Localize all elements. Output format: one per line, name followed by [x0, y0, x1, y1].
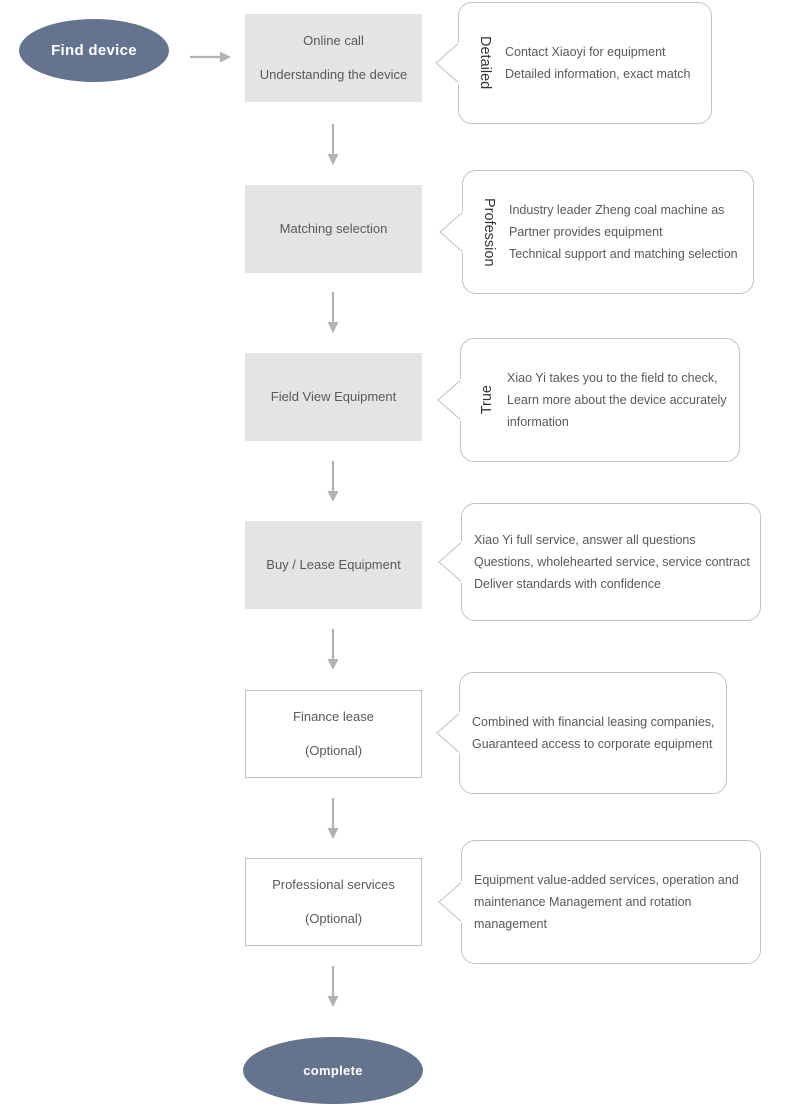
callout-text-line: Deliver standards with confidence	[474, 577, 661, 592]
callout-step-4[interactable]: Xiao Yi full service, answer all questio…	[438, 503, 761, 621]
callout-step-6[interactable]: Equipment value-added services, operatio…	[438, 840, 761, 964]
callout-step-1[interactable]: Detailed Contact Xiaoyi for equipment De…	[435, 2, 712, 124]
connector-arrow-down	[326, 292, 340, 334]
end-terminator-label: complete	[303, 1063, 363, 1078]
callout-tail-icon	[437, 539, 463, 585]
callout-text-line: Equipment value-added services, operatio…	[474, 872, 739, 887]
process-box-step-5[interactable]: Finance lease (Optional)	[245, 690, 422, 778]
callout-text-line: Combined with financial leasing companie…	[472, 714, 715, 729]
callout-text-line: information	[507, 415, 569, 430]
callout-body: Xiao Yi takes you to the field to check,…	[495, 367, 737, 434]
callout-text-line: Technical support and matching selection	[509, 247, 738, 262]
connector-arrow-right	[190, 50, 232, 64]
callout-tail-icon	[435, 710, 461, 756]
process-box-step-6[interactable]: Professional services (Optional)	[245, 858, 422, 946]
callout-vertical-label: Profession	[481, 197, 497, 267]
process-box-step-3[interactable]: Field View Equipment	[245, 353, 422, 441]
process-label-optional: (Optional)	[304, 743, 363, 758]
callout-body: Combined with financial leasing companie…	[460, 711, 725, 756]
callout-step-2[interactable]: Profession Industry leader Zheng coal ma…	[439, 170, 754, 294]
process-label-line: Field View Equipment	[270, 389, 397, 405]
callout-step-3[interactable]: True Xiao Yi takes you to the field to c…	[437, 338, 740, 462]
callout-step-5[interactable]: Combined with financial leasing companie…	[436, 672, 727, 794]
process-label-line: Finance lease	[293, 709, 374, 725]
callout-tail-icon	[437, 879, 463, 925]
callout-tail-icon	[436, 377, 462, 423]
callout-text-line: Xiao Yi full service, answer all questio…	[474, 532, 696, 547]
callout-text-line: Xiao Yi takes you to the field to check,	[507, 370, 718, 385]
callout-vertical-label: Detailed	[477, 36, 493, 90]
process-box-step-2[interactable]: Matching selection	[245, 185, 422, 273]
callout-body: Equipment value-added services, operatio…	[462, 869, 749, 936]
callout-tail-icon	[434, 40, 460, 86]
process-label-line: Buy / Lease Equipment	[266, 557, 401, 573]
callout-text-line: Contact Xiaoyi for equipment	[505, 44, 666, 59]
connector-arrow-down	[326, 966, 340, 1008]
callout-text-line: management	[474, 917, 547, 932]
callout-text-line: Learn more about the device accurately	[507, 392, 727, 407]
connector-arrow-down	[326, 629, 340, 671]
callout-text-line: Guaranteed access to corporate equipment	[472, 737, 713, 751]
callout-body: Industry leader Zheng coal machine as Pa…	[497, 199, 748, 266]
process-label-line: Professional services	[272, 877, 395, 893]
start-terminator-label: Find device	[51, 42, 137, 59]
process-label-optional: (Optional)	[304, 911, 363, 926]
callout-text-line: Detailed information, exact match	[505, 67, 691, 81]
process-box-step-1[interactable]: Online call Understanding the device	[245, 14, 422, 102]
process-label-line: Matching selection	[279, 221, 388, 237]
callout-text-line: Industry leader Zheng coal machine as	[509, 202, 725, 217]
end-terminator[interactable]: complete	[243, 1037, 423, 1104]
process-label-line: Understanding the device	[259, 67, 408, 82]
callout-tail-icon	[438, 209, 464, 255]
process-label-line: Online call	[303, 33, 364, 49]
callout-body: Contact Xiaoyi for equipment Detailed in…	[493, 41, 701, 86]
start-terminator[interactable]: Find device	[19, 19, 169, 82]
connector-arrow-down	[326, 798, 340, 840]
process-box-step-4[interactable]: Buy / Lease Equipment	[245, 521, 422, 609]
callout-text-line: Questions, wholehearted service, service…	[474, 554, 750, 569]
callout-text-line: Partner provides equipment	[509, 224, 663, 239]
callout-vertical-label: True	[479, 385, 495, 415]
connector-arrow-down	[326, 461, 340, 503]
callout-body: Xiao Yi full service, answer all questio…	[462, 529, 760, 596]
callout-text-line: maintenance Management and rotation	[474, 894, 692, 909]
connector-arrow-down	[326, 124, 340, 166]
